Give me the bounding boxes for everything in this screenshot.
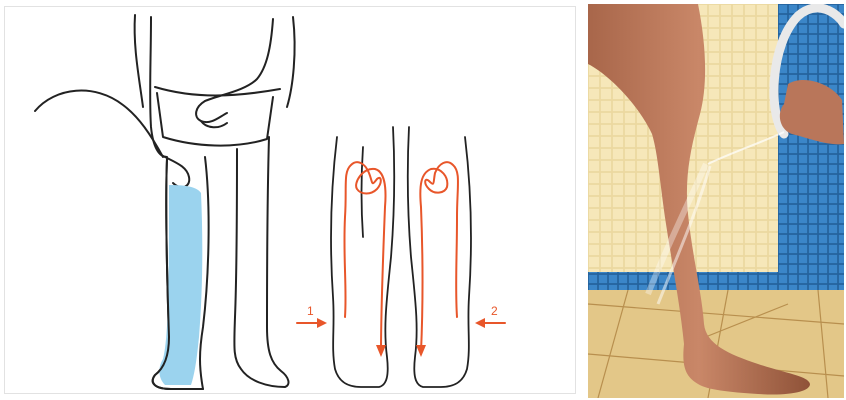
step-label-1: 1: [307, 304, 314, 318]
blue-tile-column: [778, 4, 844, 304]
blue-tile-band: [588, 272, 844, 290]
illustration-panel: 1 2: [4, 6, 576, 394]
illustration-svg: 1 2: [5, 7, 575, 393]
standing-figure: [35, 15, 295, 389]
photo-svg: [588, 4, 844, 398]
step-label-2: 2: [491, 304, 498, 318]
calves-diagram: [331, 127, 471, 387]
photo-panel: [588, 4, 844, 398]
arrowheads: [317, 318, 485, 357]
water-path-arrows: [297, 162, 505, 352]
